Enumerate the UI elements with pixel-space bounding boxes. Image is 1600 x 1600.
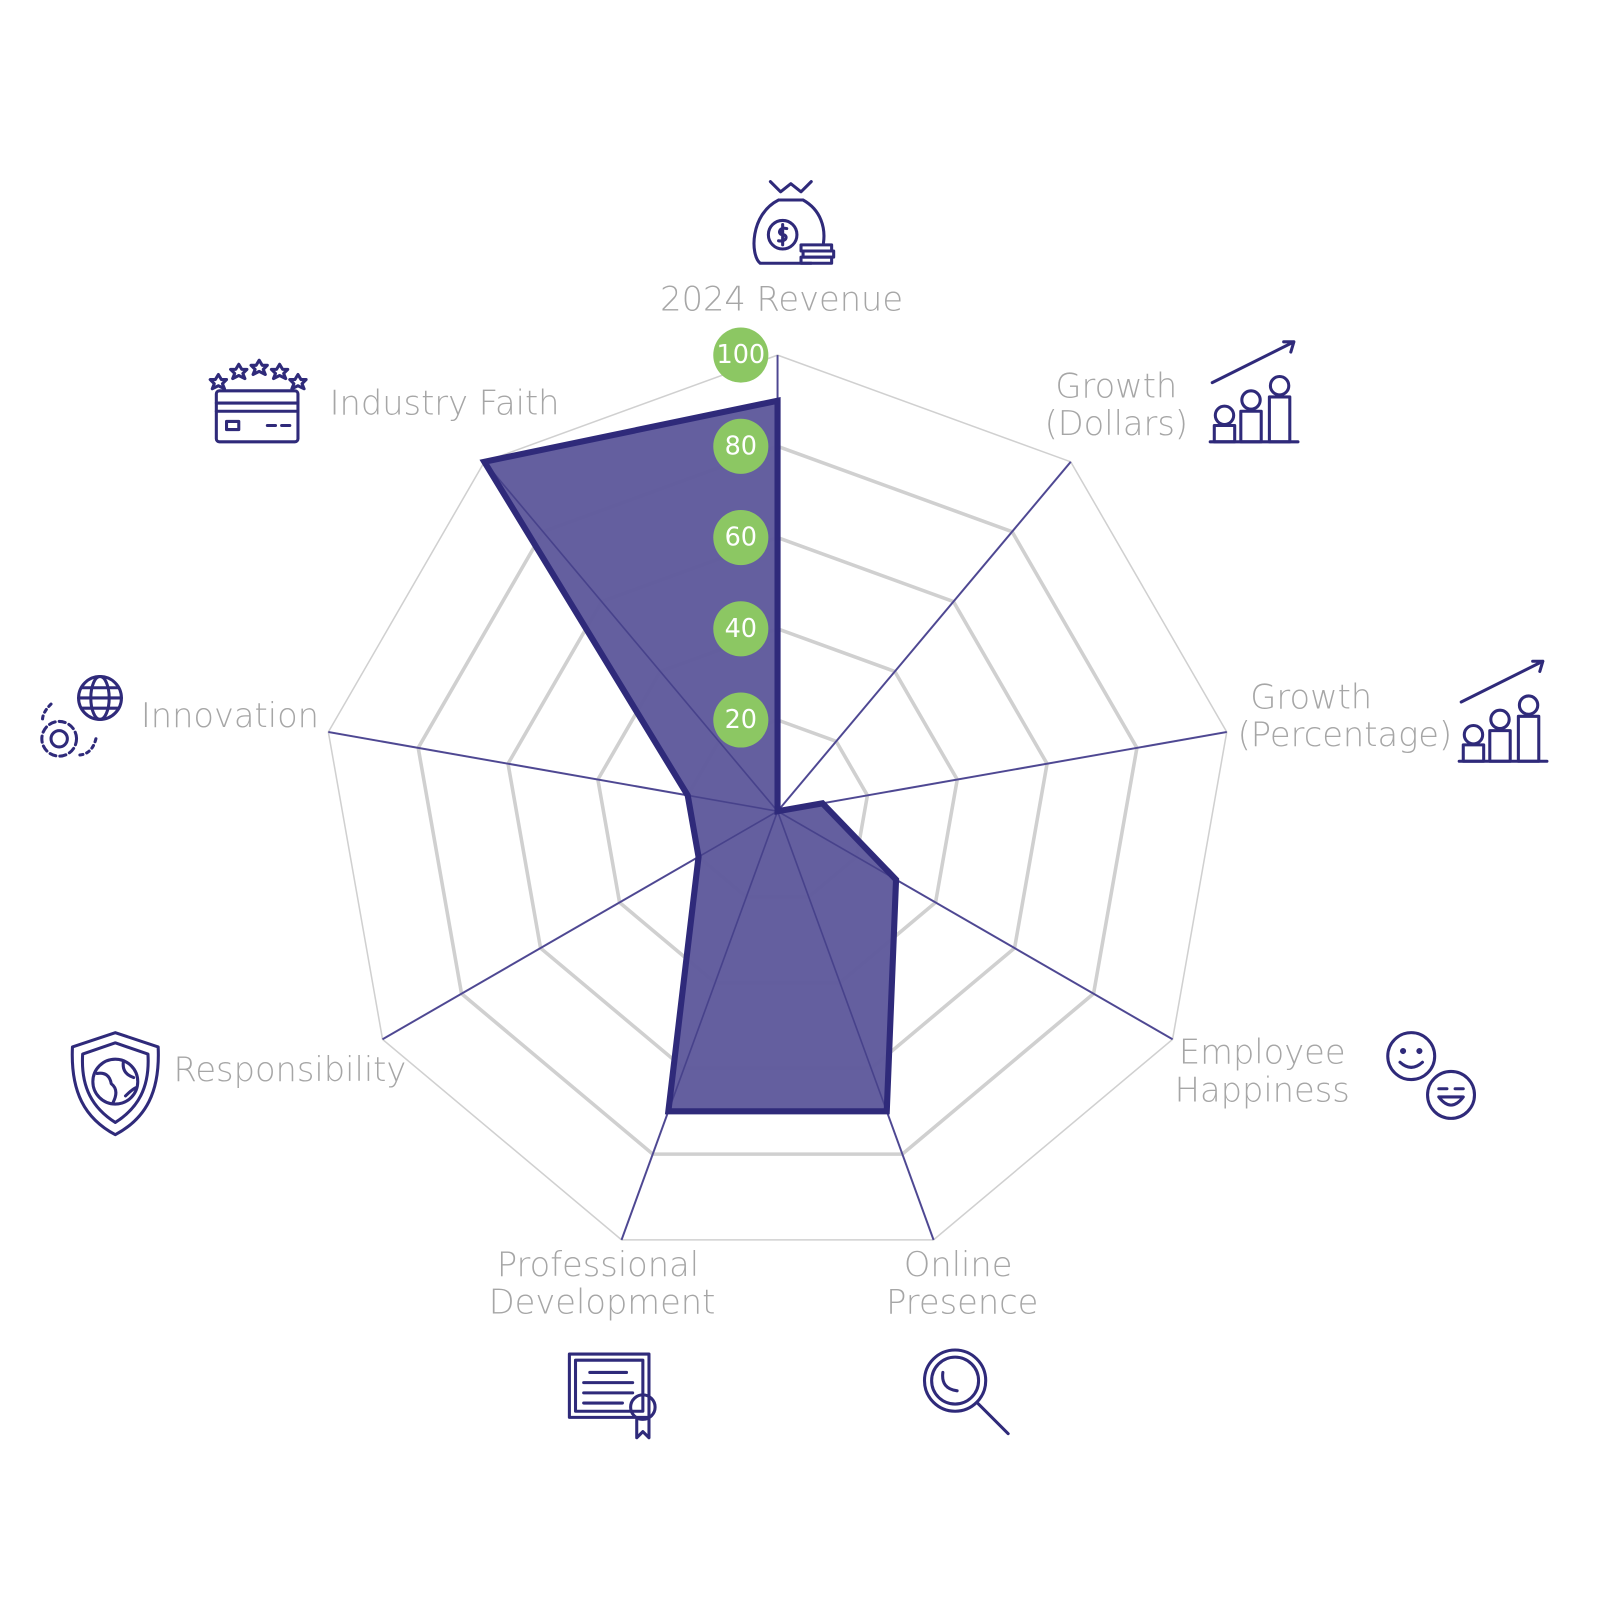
- coin-stack-growth-icon: [1457, 659, 1549, 763]
- magnifier-icon: [922, 1348, 1010, 1436]
- category-label: Happiness: [1175, 1070, 1350, 1109]
- tick-badge: [713, 418, 769, 474]
- globe-gear-icon: [40, 675, 123, 758]
- category-label: Responsibility: [173, 1050, 406, 1089]
- smiley-faces-icon: [1386, 1031, 1477, 1120]
- axis-line-overlay: [382, 810, 778, 1040]
- coin-stack-growth-icon: [1208, 340, 1300, 444]
- series-area: [484, 400, 897, 1112]
- category-label: Growth: [1250, 677, 1372, 716]
- tick-badge: [713, 601, 769, 657]
- axis-line-overlay: [776, 810, 935, 1241]
- category-label: Online: [904, 1245, 1013, 1284]
- category-label: Professional: [497, 1245, 699, 1284]
- category-label: Innovation: [141, 696, 319, 735]
- certificate-icon: [567, 1352, 657, 1440]
- data-series: [328, 355, 1227, 1241]
- category-label: Employee: [1179, 1033, 1346, 1072]
- series-outline: [479, 396, 900, 1115]
- tick-label: 60: [725, 523, 757, 553]
- category-label: Development: [489, 1283, 716, 1322]
- axis-line-overlay: [483, 461, 779, 812]
- tick-labels: 20 40 60 80 100: [713, 327, 769, 748]
- tick-label: 20: [725, 705, 757, 735]
- category-label: Presence: [886, 1283, 1038, 1322]
- tick-badge: [713, 692, 769, 748]
- axis-line-overlay: [777, 810, 1173, 1040]
- axis-line-overlay: [777, 731, 1227, 812]
- money-bag-icon: [752, 180, 836, 265]
- tick-label: 40: [725, 614, 757, 644]
- tick-badge: [713, 510, 769, 566]
- category-label: (Percentage): [1238, 715, 1452, 754]
- tick-label: 100: [716, 340, 765, 370]
- category-label: 2024 Revenue: [660, 280, 903, 319]
- shield-globe-icon: [70, 1031, 160, 1137]
- rated-card-icon: [208, 358, 308, 444]
- grid-ring-80: [416, 444, 1139, 1156]
- category-labels: 2024 RevenueGrowth(Dollars)Growth(Percen…: [141, 280, 1452, 1322]
- axis-line-overlay: [776, 461, 1072, 812]
- category-label: Growth: [1055, 366, 1177, 405]
- tick-badge: [713, 327, 769, 383]
- axis-line-overlay: [620, 810, 779, 1241]
- category-label: (Dollars): [1045, 404, 1188, 443]
- category-label: Industry Faith: [330, 384, 560, 423]
- grid-ring-100: [327, 354, 1228, 1241]
- axis-line-overlay: [328, 731, 778, 812]
- tick-label: 80: [725, 431, 757, 461]
